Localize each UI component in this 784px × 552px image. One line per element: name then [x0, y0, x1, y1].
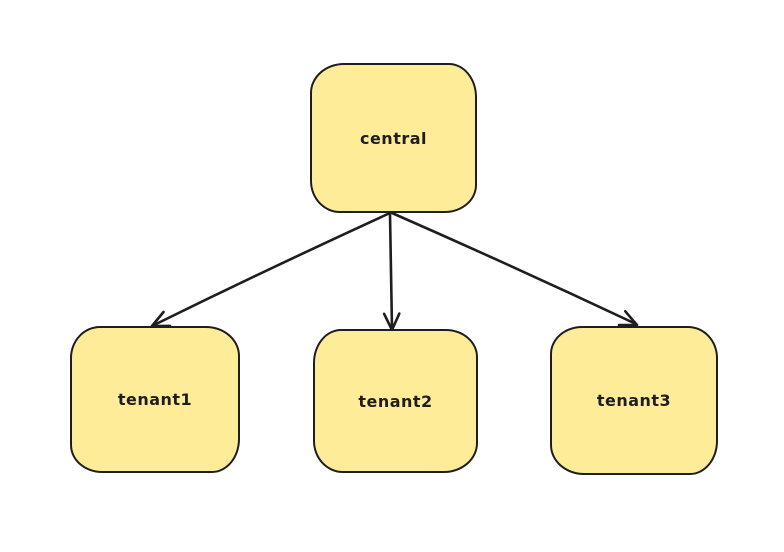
node-tenant1-label: tenant1	[117, 390, 193, 409]
node-central-label: central	[359, 128, 428, 148]
node-tenant1: tenant1	[70, 326, 240, 473]
node-central: central	[310, 63, 477, 213]
node-tenant2-label: tenant2	[358, 391, 433, 411]
node-tenant3: tenant3	[550, 326, 718, 475]
node-tenant3-label: tenant3	[596, 391, 672, 410]
node-tenant2: tenant2	[313, 329, 478, 473]
arrow-central-to-tenant1	[150, 211, 392, 328]
arrow-central-to-tenant3	[390, 211, 639, 327]
arrow-central-to-tenant2	[382, 212, 401, 332]
